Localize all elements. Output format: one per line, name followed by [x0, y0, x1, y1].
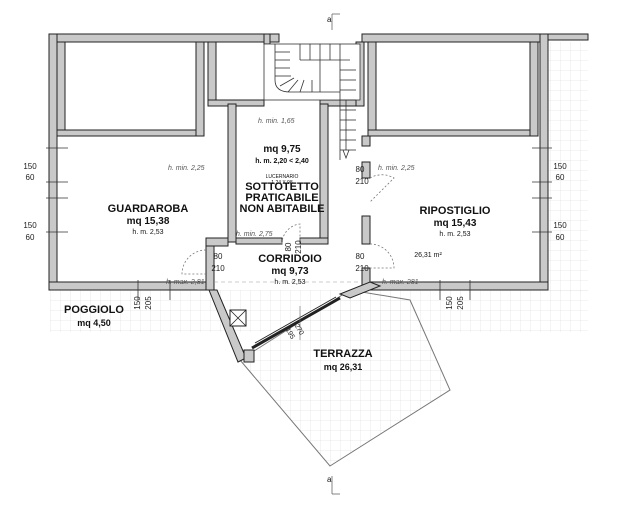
hmin-225-left: h. min. 2,25: [168, 165, 205, 172]
dim-door-rip-top-b: 210: [355, 177, 369, 186]
dim-win-left-bot-a: 150: [23, 221, 37, 230]
dimension-labels: 150 60 150 60 150 60 150 60 80 210 80 21…: [23, 162, 567, 341]
skylight-label-2: 1,24 X 98: [271, 180, 293, 186]
dim-win-right-bot-b: 60: [556, 233, 565, 242]
sottotetto-line3: NON ABITABILE: [240, 203, 325, 215]
dim-door-corr-left-b: 210: [211, 264, 225, 273]
door-swings: [181, 174, 395, 275]
poggiolo-name: POGGIOLO: [64, 304, 124, 316]
guardaroba-name: GUARDAROBA: [108, 203, 189, 215]
sottotetto-line2: PRATICABILE: [245, 192, 318, 204]
dim-bal-right-a: 150: [445, 296, 454, 310]
section-mark-bottom-label: a: [327, 475, 332, 484]
sottotetto-area: mq 9,75: [263, 144, 301, 155]
dim-win-right-bot-a: 150: [553, 221, 567, 230]
right-side-strip: [548, 42, 588, 292]
dim-slide-b: 195: [284, 327, 296, 341]
staircase: [263, 43, 361, 160]
sottotetto-line1: SOTTOTETTO: [245, 181, 319, 193]
ripostiglio-height: h. m. 2,53: [439, 231, 470, 238]
terrazza-name: TERRAZZA: [313, 348, 372, 360]
dim-win-right-top-b: 60: [556, 173, 565, 182]
walls: [48, 33, 589, 363]
ripostiglio-name: RIPOSTIGLIO: [420, 205, 491, 217]
dim-slide-a: 270: [293, 323, 305, 337]
hmin-165: h. min. 1,65: [258, 118, 295, 125]
ripostiglio-area: mq 15,43: [434, 218, 477, 229]
terrace-area-note: 26,31 m²: [414, 252, 442, 259]
guardaroba-height: h. m. 2,53: [132, 229, 163, 236]
section-mark-top: [331, 13, 340, 30]
corridoio-area: mq 9,73: [271, 266, 309, 277]
hmax-281-left: h. max. 2,81: [166, 279, 205, 286]
dim-door-sott-b: 210: [294, 240, 303, 254]
hmax-281-right: h. max. 281: [382, 279, 419, 286]
dim-door-rip-bot-a: 80: [356, 252, 365, 261]
dim-bal-left-a: 150: [133, 296, 142, 310]
section-mark-top-label: a: [327, 15, 332, 24]
dim-bal-left-b: 205: [144, 296, 153, 310]
skylight-label-1: LUCERNARIO: [266, 174, 299, 180]
dim-door-rip-top-a: 80: [356, 165, 365, 174]
dim-door-rip-bot-b: 210: [355, 264, 369, 273]
sottotetto-height: h. m. 2,20 < 2,40: [255, 158, 309, 165]
poggiolo-area: mq 4,50: [77, 318, 111, 328]
corridoio-name: CORRIDOIO: [258, 253, 322, 265]
dim-win-right-top-a: 150: [553, 162, 567, 171]
section-mark-bottom: [331, 476, 340, 495]
hmin-225-right: h. min. 2,25: [378, 165, 415, 172]
terrazza-area: mq 26,31: [324, 362, 363, 372]
dim-win-left-top-b: 60: [26, 173, 35, 182]
guardaroba-area: mq 15,38: [127, 216, 170, 227]
corridoio-height: h. m. 2,53: [274, 279, 305, 286]
windows: [46, 147, 552, 300]
dim-door-corr-left-a: 80: [214, 252, 223, 261]
dim-door-sott-a: 80: [284, 242, 293, 251]
dim-bal-right-b: 205: [456, 296, 465, 310]
dim-win-left-bot-b: 60: [26, 233, 35, 242]
dim-win-left-top-a: 150: [23, 162, 37, 171]
hmin-275: h. min. 2,75: [236, 231, 273, 238]
